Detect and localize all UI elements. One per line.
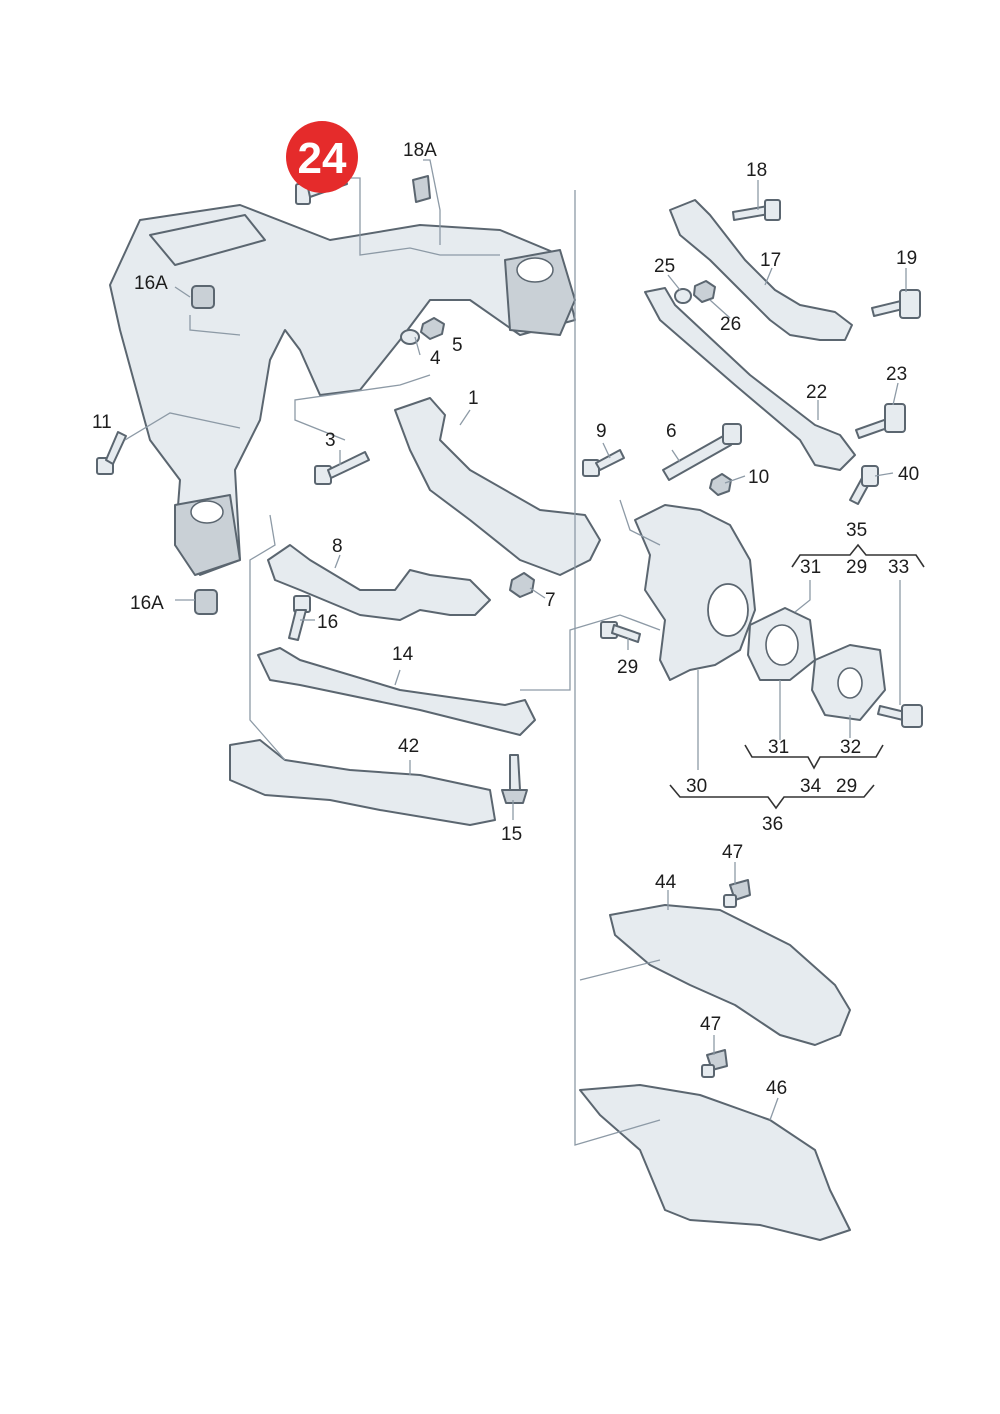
highlight-marker-24[interactable]: 24 [286,121,358,193]
callout-36[interactable]: 36 [762,814,783,835]
callout-14[interactable]: 14 [392,644,414,665]
bolt-18[interactable] [732,199,781,221]
callout-47-top[interactable]: 47 [722,842,743,863]
callout-29-mid[interactable]: 29 [617,657,638,678]
washer-25[interactable] [674,288,692,304]
callout-7[interactable]: 7 [545,590,556,611]
bushing-16A-bottom[interactable] [194,589,218,615]
callout-18[interactable]: 18 [746,160,767,181]
callout-30[interactable]: 30 [686,776,707,797]
callout-11[interactable]: 11 [92,412,112,433]
highlight-label: 24 [298,134,347,183]
callout-5[interactable]: 5 [452,335,463,356]
clip-18A[interactable] [412,175,431,203]
callout-31-bottom[interactable]: 31 [768,737,789,758]
callout-17[interactable]: 17 [760,250,781,271]
bolt-40[interactable] [849,465,879,505]
callout-26[interactable]: 26 [720,314,741,335]
callout-23[interactable]: 23 [886,364,907,385]
callout-6[interactable]: 6 [666,421,677,442]
callout-29-top[interactable]: 29 [846,557,867,578]
cover-44[interactable] [609,904,851,1046]
leader-lines [124,159,907,1146]
bolt-19[interactable] [871,289,921,319]
bolt-29[interactable] [600,621,641,643]
callout-labels: 18A 16A 16A 11 3 4 5 1 9 6 10 8 7 16 14 … [92,140,919,1099]
link-14[interactable] [257,647,536,736]
callout-16[interactable]: 16 [317,612,338,633]
brace-34 [744,744,884,770]
callout-32[interactable]: 32 [840,737,861,758]
callout-44[interactable]: 44 [655,872,677,893]
washer-4[interactable] [400,329,420,345]
bolt-3[interactable] [314,451,370,485]
callout-47-bottom[interactable]: 47 [700,1014,721,1035]
bolt-16[interactable] [288,595,311,641]
callout-42[interactable]: 42 [398,736,419,757]
nut-26[interactable] [693,280,716,303]
brace-35 [791,543,925,568]
callout-8[interactable]: 8 [332,536,343,557]
callout-3[interactable]: 3 [325,430,336,451]
callout-46[interactable]: 46 [766,1078,787,1099]
callout-33[interactable]: 33 [888,557,909,578]
arm-8[interactable] [267,544,491,621]
group-braces [669,543,925,810]
callout-22[interactable]: 22 [806,382,827,403]
wheel-hub-32[interactable] [811,644,886,721]
fastener-47-top[interactable] [723,879,751,908]
bolt-15[interactable] [501,754,528,804]
brace-36 [669,784,875,810]
bolt-6[interactable] [662,423,742,481]
bracket-42[interactable] [229,739,496,826]
upper-arm-17[interactable] [669,199,853,341]
bushing-16A-top[interactable] [191,285,215,309]
callout-34[interactable]: 34 [800,776,822,797]
callout-29-bottom[interactable]: 29 [836,776,857,797]
callout-16A-top[interactable]: 16A [134,273,168,294]
nut-7[interactable] [509,572,535,598]
callout-1[interactable]: 1 [468,388,479,409]
callout-31-top[interactable]: 31 [800,557,821,578]
callout-19[interactable]: 19 [896,248,917,269]
callout-18A[interactable]: 18A [403,140,437,161]
cover-46[interactable] [579,1084,851,1241]
callout-4[interactable]: 4 [430,348,441,369]
callout-16A-bottom[interactable]: 16A [130,593,164,614]
nut-5[interactable] [420,317,445,340]
fastener-47-bottom[interactable] [701,1049,728,1078]
callout-15[interactable]: 15 [501,824,522,845]
callout-35[interactable]: 35 [846,520,867,541]
link-22[interactable] [644,287,856,471]
wheel-bearing-31[interactable] [747,607,816,681]
bolt-23[interactable] [855,403,906,439]
callout-9[interactable]: 9 [596,421,607,442]
control-arm-1[interactable] [394,397,601,576]
subframe[interactable] [109,204,576,576]
callout-25[interactable]: 25 [654,256,675,277]
nut-10[interactable] [709,473,732,496]
callout-10[interactable]: 10 [748,467,769,488]
bolt-9[interactable] [582,449,625,477]
bolt-11[interactable] [96,431,127,475]
callout-40[interactable]: 40 [898,464,919,485]
bolt-33[interactable] [877,704,923,728]
